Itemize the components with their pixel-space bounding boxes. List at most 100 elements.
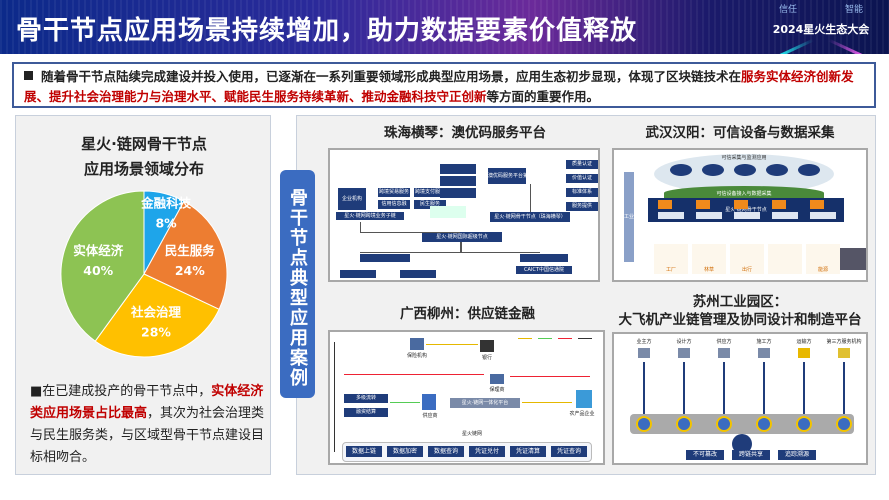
connector-line <box>334 342 335 452</box>
diagram-node: 可信采集与监测应用 <box>721 155 767 161</box>
logo-tag-left: 信任 <box>779 5 798 15</box>
connector-line <box>522 402 572 403</box>
role-label: 设计方 <box>676 339 692 345</box>
role-icon <box>838 348 850 358</box>
device-tag <box>696 200 710 209</box>
slide-header: 骨干节点应用场景持续增加，助力数据要素价值释放 信任智能 2024星火生态大会 <box>0 0 889 54</box>
diagram-label: 银行 <box>481 355 492 361</box>
connector-line <box>390 402 420 403</box>
role-label: 施工方 <box>756 339 772 345</box>
connector-line <box>683 362 685 414</box>
diagram-node: 融资结算 <box>344 408 388 417</box>
role-label: 运输方 <box>796 339 812 345</box>
pie-category-label: 金融科技 <box>140 195 192 210</box>
data-function-node: 数据上链 <box>346 446 382 457</box>
app-node <box>702 164 724 176</box>
connector-line <box>530 184 531 212</box>
scene-node: 出行 <box>730 244 764 274</box>
node-icon <box>836 416 852 432</box>
conference-logo: 信任智能 2024星火生态大会 <box>761 2 881 54</box>
diagram-wuhan: 可信采集与监测应用可信设备接入与数据采集星火·链网骨干节点工业互联网标识解析工厂… <box>612 148 868 282</box>
diagram-node <box>440 176 476 186</box>
scene-node: 工厂 <box>654 244 688 274</box>
enterprise-icon <box>576 390 592 408</box>
app-node <box>766 164 788 176</box>
bullet-square-icon <box>24 71 33 80</box>
summary-text: 随着骨干节点陆续完成建设并投入使用，已逐渐在一系列重要领域形成典型应用场景，应用… <box>41 69 742 84</box>
factor-icon <box>490 374 504 384</box>
connector-line <box>558 338 572 339</box>
diagram-node: 跨境支付服务 <box>414 188 446 197</box>
logo-tag-right: 智能 <box>844 5 863 15</box>
connector-line <box>538 338 552 339</box>
pie-value-label: 24% <box>175 263 205 278</box>
device-tag <box>772 200 786 209</box>
summary-highlight: 服务实体经济创新发展、提升社会治理能力与治理水平、赋能民生服务持续革新、推动金融… <box>24 69 854 104</box>
device-tag <box>696 212 722 219</box>
case-title-suzhou-line1: 苏州工业园区： <box>692 294 788 310</box>
scene-node: 林草 <box>692 244 726 274</box>
summary-box: 随着骨干节点陆续完成建设并投入使用，已逐渐在一系列重要领域形成典型应用场景，应用… <box>12 62 876 108</box>
role-icon <box>638 348 650 358</box>
data-function-node: 数据查询 <box>428 446 464 457</box>
diagram-node: CAICT中国信通院 <box>516 266 572 274</box>
role-label: 供应方 <box>716 339 732 345</box>
connector-line <box>763 362 765 414</box>
role-label: 业主方 <box>636 339 652 345</box>
desc-suffix: ，其次为社会治理类与民生服务类，与区域型骨干节点建设目标相吻合。 <box>30 406 265 465</box>
connector-line <box>360 222 361 232</box>
pie-slice-2 <box>94 273 220 358</box>
case-title-suzhou: 苏州工业园区： 大飞机产业链管理及协同设计和制造平台 <box>612 293 868 329</box>
device-tag <box>734 200 748 209</box>
role-icon <box>758 348 770 358</box>
diagram-label: 保理商 <box>489 387 505 393</box>
scene-node: 能源 <box>806 244 840 274</box>
connector-line <box>344 374 484 375</box>
cases-side-label: 骨干节点典型应用案例 <box>280 170 315 398</box>
connector-line <box>426 344 478 345</box>
case-title-zhuhai: 珠海横琴：澳优码服务平台 <box>384 125 546 141</box>
data-function-node: 凭证兑付 <box>469 446 505 457</box>
data-function-node: 数据加密 <box>387 446 423 457</box>
diagram-node: 质量认证 <box>566 160 598 169</box>
diagram-node: 工业互联网标识解析 <box>624 172 634 262</box>
case-title-suzhou-line2: 大飞机产业链管理及协同设计和制造平台 <box>618 312 862 328</box>
role-icon <box>678 348 690 358</box>
diagram-label: 农产品企业 <box>569 411 595 417</box>
router <box>840 248 866 270</box>
chart-title-line1: 星火·链网骨干节点 <box>81 135 207 153</box>
connector-line <box>518 338 532 339</box>
diagram-node: 民生服务 <box>414 200 446 209</box>
data-function-node: 凭证查询 <box>551 446 587 457</box>
connector-line <box>803 362 805 414</box>
node-icon <box>756 416 772 432</box>
pie-category-label: 实体经济 <box>73 243 124 258</box>
diagram-node: 星火·链网一体化平台 <box>450 398 520 408</box>
supplier-icon <box>422 394 436 410</box>
connector-line <box>360 252 540 253</box>
role-icon <box>718 348 730 358</box>
diagram-node: 澳优码服务平台第三方平台 <box>488 168 526 184</box>
diagram-node: 标准体系 <box>566 188 598 197</box>
app-node <box>798 164 820 176</box>
connector-line <box>843 362 845 414</box>
feature-node: 追踪溯源 <box>778 450 816 460</box>
node-icon <box>676 416 692 432</box>
diagram-node: 可信设备接入与数据采集 <box>716 191 772 197</box>
node-icon <box>636 416 652 432</box>
diagram-liuzhou: 保险机构银行保理商多级流转融资结算供应商星火·链网一体化平台农产品企业星火链网数… <box>328 330 605 465</box>
diagram-node: 价值认证 <box>566 174 598 183</box>
connector-line <box>643 362 645 414</box>
diagram-label: 供应商 <box>422 413 438 419</box>
data-function-node: 凭证清算 <box>510 446 546 457</box>
chart-title-line2: 应用场景领域分布 <box>83 160 204 178</box>
bank-icon <box>480 340 494 352</box>
connector-line <box>578 338 592 339</box>
diagram-node: 多级流转 <box>344 394 388 403</box>
diagram-node: 服务提供 <box>566 202 598 211</box>
blockchain-band <box>630 414 854 434</box>
pie-slice-1 <box>143 200 228 311</box>
role-label: 第三方服务机构 <box>826 339 862 345</box>
